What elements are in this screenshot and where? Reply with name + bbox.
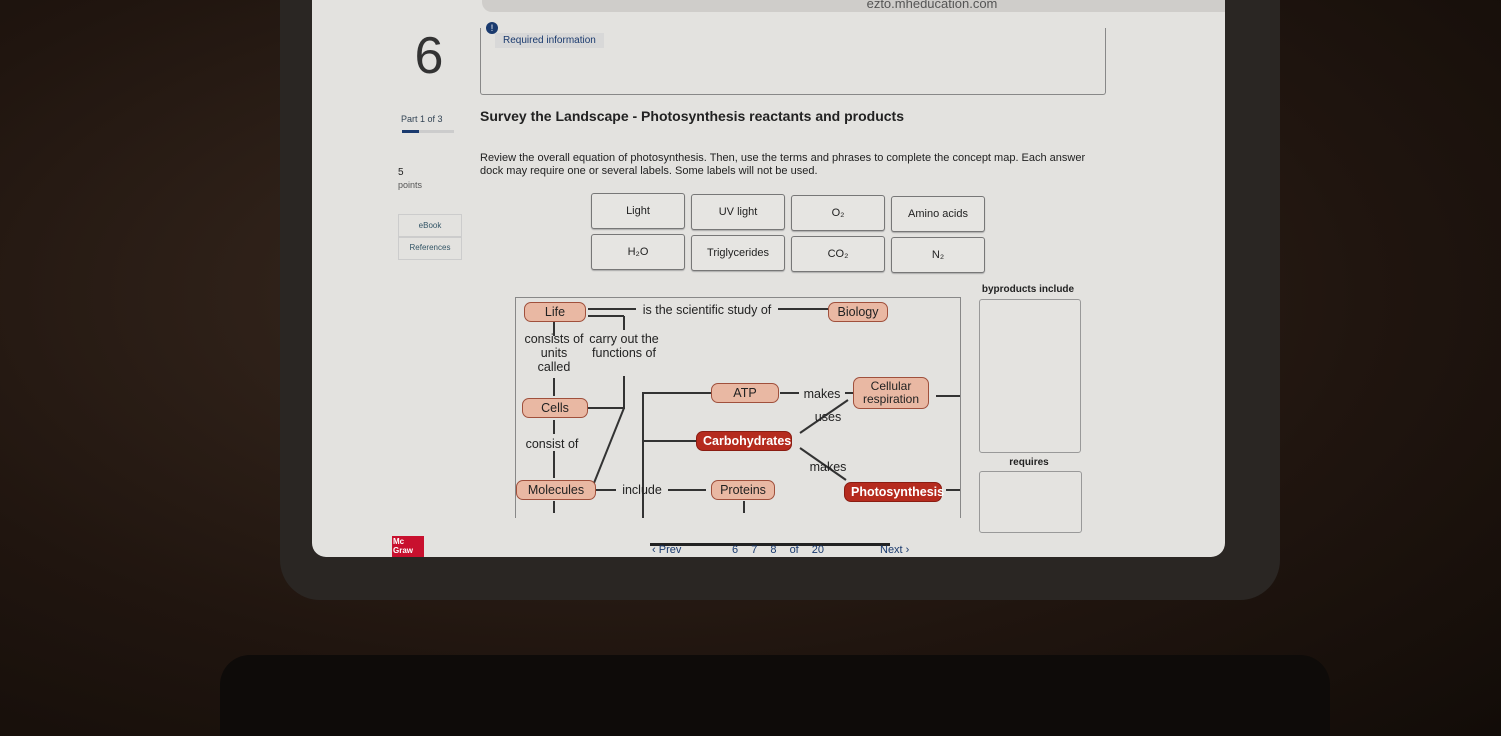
part-label: Part 1 of 3 (401, 114, 443, 124)
required-info-panel: ! Required information (480, 22, 1106, 95)
page-link[interactable]: 8 (770, 544, 777, 556)
required-info-label[interactable]: Required information (495, 33, 604, 48)
link-makes: makes (803, 387, 841, 401)
label-chip[interactable]: Triglycerides (691, 235, 785, 271)
node-molecules: Molecules (516, 480, 596, 500)
node-carbohydrates: Carbohydrates (696, 431, 792, 451)
next-button[interactable]: Next › (880, 544, 910, 556)
link-consists: consists of units called (524, 332, 584, 374)
url-bar[interactable]: ezto.mheducation.com (482, 0, 1225, 12)
label-chip[interactable]: H₂O (591, 234, 685, 270)
concept-map: Life Biology is the scientific study of … (515, 297, 961, 518)
part-progress (402, 130, 454, 133)
points-value: 5 (398, 167, 404, 178)
dock-label-requires: requires (1009, 457, 1049, 468)
node-life: Life (524, 302, 586, 322)
answer-dock-byproducts[interactable] (979, 299, 1081, 453)
label-chip[interactable]: UV light (691, 194, 785, 230)
prev-label: Prev (658, 544, 682, 556)
label-chip[interactable]: N₂ (891, 237, 985, 273)
ebook-button[interactable]: eBook (398, 214, 462, 238)
node-photosynthesis: Photosynthesis (844, 482, 944, 502)
label-chip[interactable]: Amino acids (891, 196, 985, 232)
question-number: 6 (414, 27, 444, 85)
node-cellular-respiration: Cellular respiration (853, 377, 929, 409)
link-study: is the scientific study of (636, 303, 778, 317)
points-label: points (398, 180, 423, 190)
label-chip[interactable]: O₂ (791, 195, 885, 231)
answer-dock-requires[interactable] (979, 471, 1082, 533)
references-button[interactable]: References (398, 236, 462, 260)
page-total: of 20 (789, 544, 825, 556)
link-carry: carry out the functions of (589, 332, 659, 360)
label-chip[interactable]: Light (591, 193, 685, 229)
link-include: include (622, 483, 662, 497)
page-link[interactable]: 7 (751, 544, 758, 556)
page-title: Survey the Landscape - Photosynthesis re… (480, 108, 904, 124)
label-chip[interactable]: CO₂ (791, 236, 885, 272)
page-link[interactable]: 6 (732, 544, 739, 556)
tablet-screen: ezto.mheducation.com 6 Part 1 of 3 5 poi… (312, 0, 1225, 557)
mcgraw-logo: Mc Graw (392, 536, 424, 557)
next-label: Next (880, 544, 903, 556)
link-makes: makes (809, 460, 847, 474)
node-proteins: Proteins (711, 480, 775, 500)
pager-bar (650, 543, 890, 546)
map-connectors (553, 308, 960, 518)
page-numbers: 6 7 8 of 20 (732, 544, 824, 556)
node-cells: Cells (522, 398, 588, 418)
dock-label-byproducts: byproducts include (981, 284, 1075, 295)
keyboard (220, 655, 1330, 736)
node-biology: Biology (828, 302, 888, 322)
instructions: Review the overall equation of photosynt… (480, 152, 1086, 177)
alert-icon: ! (486, 22, 498, 34)
link-uses: uses (814, 410, 842, 424)
prev-button[interactable]: ‹ Prev (652, 544, 682, 556)
link-consist-of: consist of (522, 437, 582, 451)
node-atp: ATP (711, 383, 779, 403)
